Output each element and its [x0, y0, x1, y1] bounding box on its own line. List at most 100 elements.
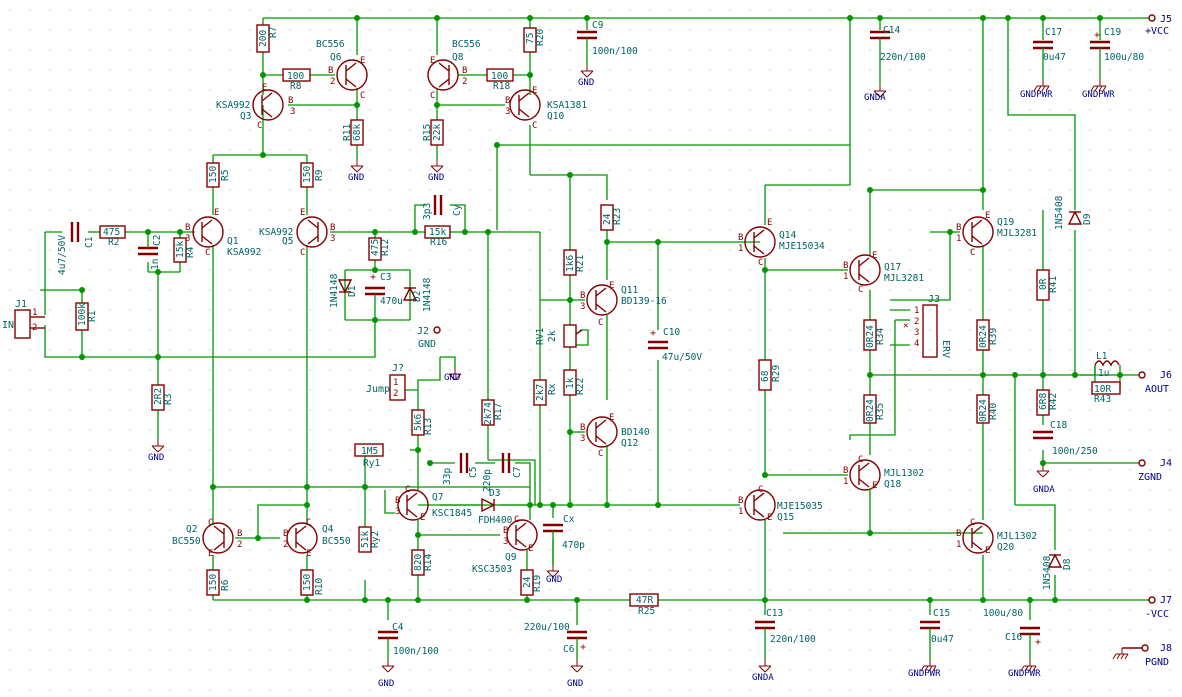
svg-text:68k: 68k	[352, 124, 363, 141]
svg-text:C: C	[758, 258, 763, 268]
svg-text:MJL3281: MJL3281	[997, 228, 1037, 239]
svg-text:10R: 10R	[1094, 384, 1111, 395]
svg-text:C16: C16	[1005, 632, 1022, 643]
svg-text:0R24: 0R24	[865, 399, 876, 422]
svg-text:B: B	[330, 223, 335, 233]
port-labels: J5 +VCC J6 AOUT J4 ZGND J7 -VCC J8 PGND …	[2, 14, 1172, 668]
svg-text:100u/80: 100u/80	[983, 608, 1023, 619]
svg-text:1: 1	[914, 306, 919, 316]
svg-text:BD140: BD140	[621, 427, 650, 438]
svg-text:100n/100: 100n/100	[592, 46, 638, 57]
svg-text:KSA992: KSA992	[227, 247, 261, 258]
svg-text:470u: 470u	[380, 296, 403, 307]
svg-text:C: C	[858, 455, 863, 465]
svg-text:MJE15035: MJE15035	[777, 501, 823, 512]
svg-text:E: E	[528, 544, 533, 554]
svg-text:0R24: 0R24	[978, 325, 989, 348]
svg-text:220p: 220p	[482, 469, 493, 492]
svg-text:MJL1302: MJL1302	[997, 531, 1037, 542]
svg-text:3: 3	[290, 107, 295, 117]
svg-text:22k: 22k	[432, 124, 443, 141]
junctions	[79, 15, 1123, 603]
svg-text:R4: R4	[185, 246, 196, 258]
svg-text:3p3: 3p3	[422, 203, 433, 220]
potentiometer-rv1	[563, 324, 583, 348]
svg-text:3: 3	[395, 507, 400, 517]
svg-text:FDH400: FDH400	[478, 515, 513, 526]
svg-text:E: E	[300, 208, 305, 218]
transistor-q9	[506, 519, 538, 551]
svg-text:0u47: 0u47	[1043, 52, 1066, 63]
svg-text:GND: GND	[546, 575, 562, 585]
j8-net: PGND	[1145, 657, 1169, 668]
svg-text:Q11: Q11	[621, 285, 638, 296]
svg-text:Q19: Q19	[997, 217, 1014, 228]
svg-text:B: B	[956, 529, 961, 539]
svg-text:3: 3	[580, 302, 585, 312]
svg-text:15k: 15k	[175, 241, 186, 258]
svg-text:KSA1381: KSA1381	[547, 100, 587, 111]
j6-net: AOUT	[1145, 384, 1169, 395]
svg-text:1: 1	[843, 477, 848, 487]
svg-text:C19: C19	[1104, 27, 1121, 38]
svg-text:2: 2	[283, 540, 288, 550]
svg-text:75: 75	[525, 33, 536, 44]
svg-text:R21: R21	[575, 255, 586, 272]
svg-text:100: 100	[491, 71, 508, 82]
svg-text:C: C	[300, 248, 305, 258]
svg-text:1u: 1u	[1098, 368, 1109, 379]
diode-d8	[1047, 553, 1063, 568]
svg-text:Q17: Q17	[884, 262, 901, 273]
transistor-q10	[509, 89, 541, 121]
svg-text:Q12: Q12	[621, 438, 638, 449]
svg-text:C14: C14	[883, 25, 900, 36]
svg-text:BD139-16: BD139-16	[621, 296, 667, 307]
svg-text:100k: 100k	[77, 303, 88, 326]
transistor-q3	[252, 89, 284, 121]
svg-text:6R8: 6R8	[1038, 393, 1049, 410]
svg-text:D2: D2	[412, 291, 423, 302]
transistor-q20	[962, 522, 994, 554]
j3-ref: J3	[928, 294, 940, 305]
j2-pin	[433, 326, 441, 334]
svg-text:C6: C6	[563, 644, 575, 655]
svg-text:D1: D1	[347, 285, 358, 297]
svg-text:1k6: 1k6	[565, 255, 576, 272]
ground-labels: GND GNDA GNDPWR GNDPWR GND GND GND GND G…	[148, 78, 1115, 689]
svg-text:E: E	[767, 513, 772, 523]
svg-text:GNDPWR: GNDPWR	[1020, 90, 1053, 100]
svg-text:C5: C5	[468, 467, 479, 478]
j7-net: -VCC	[1145, 609, 1169, 620]
diode-d2	[402, 286, 418, 301]
svg-text:B: B	[503, 526, 508, 536]
svg-text:820: 820	[413, 554, 424, 571]
svg-text:Q8: Q8	[452, 52, 464, 63]
svg-text:BC556: BC556	[316, 39, 345, 50]
svg-text:0R24: 0R24	[865, 325, 876, 348]
svg-text:B: B	[328, 66, 333, 76]
diode-d1	[337, 279, 353, 294]
svg-text:C: C	[532, 121, 537, 131]
transistor-q18	[849, 459, 881, 491]
svg-text:2k: 2k	[547, 330, 558, 342]
svg-text:3: 3	[914, 328, 919, 338]
in-label: IN	[2, 320, 14, 331]
svg-text:Q20: Q20	[997, 542, 1014, 553]
svg-text:E: E	[767, 218, 772, 228]
svg-text:B: B	[237, 529, 242, 539]
svg-text:100: 100	[287, 71, 304, 82]
svg-text:Q6: Q6	[330, 52, 342, 63]
svg-text:GNDPWR: GNDPWR	[908, 669, 941, 679]
svg-text:Q14: Q14	[779, 230, 796, 241]
transistor-q6	[336, 59, 368, 91]
svg-text:15k: 15k	[429, 227, 446, 238]
j4-pin	[1138, 459, 1146, 467]
svg-text:+: +	[370, 272, 376, 283]
svg-text:200: 200	[258, 30, 269, 47]
svg-text:R1: R1	[87, 310, 98, 322]
svg-text:D9: D9	[1082, 213, 1093, 225]
svg-text:1: 1	[843, 272, 848, 282]
transistors	[192, 59, 994, 554]
svg-text:GND: GND	[348, 173, 364, 183]
jumper-body	[389, 374, 406, 401]
